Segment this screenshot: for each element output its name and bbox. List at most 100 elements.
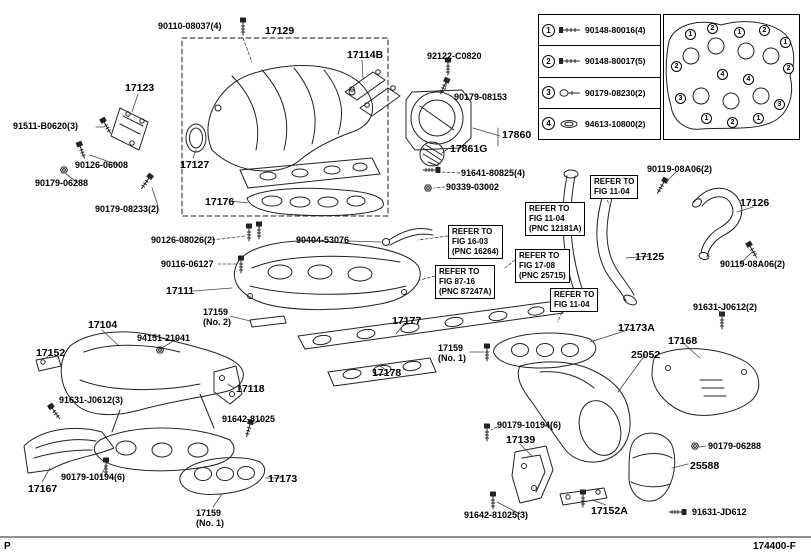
exhaust-manifold-25052 bbox=[517, 361, 631, 463]
label-17861G: 17861G bbox=[450, 143, 488, 155]
heat-shield-17168 bbox=[651, 348, 760, 416]
label-17177: 17177 bbox=[392, 315, 422, 327]
label-90179-08153: 90179-08153 bbox=[454, 92, 508, 102]
head-bolt-number: 1 bbox=[685, 29, 696, 40]
label-90126-08026: 90126-08026(2) bbox=[151, 235, 216, 245]
head-bolt-location-diagram: 1 2 1 2 1 2 2 3 1 2 1 3 4 4 bbox=[663, 14, 800, 140]
label-90404-53076: 90404-53076 bbox=[296, 235, 350, 245]
label-91642-81025: 91642-81025 bbox=[222, 414, 276, 424]
legend-row: 3 90179-08230(2) bbox=[539, 78, 660, 109]
head-bolt-number: 2 bbox=[707, 23, 718, 34]
legend-row: 4 94613-10800(2) bbox=[539, 109, 660, 139]
washer-icon bbox=[558, 119, 582, 129]
head-bolt-number: 2 bbox=[783, 63, 794, 74]
lower-intake-manifold-17111 bbox=[233, 240, 421, 311]
refer-note-fig11-04-a: REFER TO FIG 11-04 bbox=[590, 175, 639, 199]
label-17178: 17178 bbox=[372, 367, 402, 379]
converter-25588 bbox=[628, 432, 676, 502]
plate-17123 bbox=[110, 107, 149, 151]
head-bolt-number: 4 bbox=[743, 74, 754, 85]
bolt-icon bbox=[558, 25, 582, 35]
head-bolt-number: 4 bbox=[717, 69, 728, 80]
label-17152: 17152 bbox=[36, 347, 66, 359]
label-25588: 25588 bbox=[690, 460, 720, 472]
legend-index-1: 1 bbox=[542, 23, 555, 37]
label-17129: 17129 bbox=[265, 25, 295, 37]
head-bolt-number: 1 bbox=[753, 113, 764, 124]
gasket-17177 bbox=[297, 300, 564, 350]
label-91641-80825: 91641-80825(4) bbox=[461, 168, 526, 178]
nut-washer-icon bbox=[558, 88, 582, 98]
label-17159-no2: 17159 (No. 2) bbox=[203, 307, 231, 328]
label-90339-03002: 90339-03002 bbox=[446, 182, 500, 192]
label-25052: 25052 bbox=[631, 349, 661, 361]
head-bolt-number: 3 bbox=[774, 99, 785, 110]
legend-row: 1 90148-80016(4) bbox=[539, 15, 660, 47]
label-17118: 17118 bbox=[236, 383, 265, 395]
heat-shield-17167 bbox=[23, 427, 115, 474]
label-17139: 17139 bbox=[506, 434, 536, 446]
gasket-17159-no2 bbox=[249, 315, 287, 328]
pipe-17126 bbox=[692, 187, 743, 261]
gasket-17176 bbox=[246, 187, 384, 217]
fastener-legend: 1 90148-80016(4) 2 90148-80017(5) 3 9017… bbox=[538, 14, 661, 140]
throttle-body-17860 bbox=[405, 89, 472, 167]
head-bolt-number: 3 bbox=[675, 93, 686, 104]
label-17167: 17167 bbox=[28, 483, 58, 495]
label-90179-06288-b: 90179-06288 bbox=[708, 441, 762, 451]
label-17168: 17168 bbox=[668, 335, 698, 347]
egr-pipe bbox=[562, 169, 589, 307]
leader-lines bbox=[41, 37, 754, 515]
corner-mark: P bbox=[4, 541, 11, 552]
label-17123: 17123 bbox=[125, 82, 155, 94]
head-outline bbox=[665, 21, 795, 130]
head-bolt-number: 1 bbox=[701, 113, 712, 124]
label-17159-no1-b: 17159 (No. 1) bbox=[196, 508, 224, 529]
gasket-17173 bbox=[179, 457, 265, 496]
drawing-number: 174400-F bbox=[753, 541, 796, 552]
legend-part-number: 90148-80017(5) bbox=[585, 56, 646, 67]
refer-note-fig17-08: REFER TO FIG 17-08 (PNC 25715) bbox=[515, 249, 570, 283]
label-17176: 17176 bbox=[205, 196, 235, 208]
label-90179-08233: 90179-08233(2) bbox=[95, 204, 160, 214]
exhaust-manifold-17104 bbox=[60, 331, 244, 472]
label-17127: 17127 bbox=[180, 159, 210, 171]
flange-plate-17114B bbox=[344, 69, 401, 117]
refer-note-fig16-03: REFER TO FIG 16-03 (PNC 16264) bbox=[448, 225, 503, 259]
legend-row: 2 90148-80017(5) bbox=[539, 46, 660, 78]
label-94151-21041: 94151-21041 bbox=[137, 333, 191, 343]
label-91631-J0612-3: 91631-J0612(3) bbox=[59, 395, 124, 405]
label-91631-JD612: 91631-JD612 bbox=[692, 507, 747, 517]
bracket-17118 bbox=[213, 365, 243, 405]
label-17152A: 17152A bbox=[591, 505, 628, 517]
label-90126-06008: 90126-06008 bbox=[75, 160, 129, 170]
head-bolt-number: 1 bbox=[780, 37, 791, 48]
label-90179-06288: 90179-06288 bbox=[35, 178, 89, 188]
label-90119-08A06-a: 90119-08A06(2) bbox=[647, 164, 713, 174]
legend-part-number: 90179-08230(2) bbox=[585, 87, 646, 98]
legend-index-3: 3 bbox=[542, 86, 555, 100]
label-17860: 17860 bbox=[502, 129, 532, 141]
head-bolt-number: 1 bbox=[734, 27, 745, 38]
stay-17152A bbox=[559, 487, 608, 506]
label-91642-81025-3: 91642-81025(3) bbox=[464, 510, 529, 520]
legend-part-number: 94613-10800(2) bbox=[585, 118, 646, 129]
head-bolt-number: 2 bbox=[727, 117, 738, 128]
label-90116-06127: 90116-06127 bbox=[161, 259, 214, 269]
refer-note-fig11-04-b: REFER TO FIG 11-04 bbox=[550, 288, 599, 312]
label-17173: 17173 bbox=[268, 473, 298, 485]
label-17104: 17104 bbox=[88, 319, 118, 331]
label-90179-10194-a: 90179-10194(6) bbox=[61, 472, 126, 482]
label-90179-10194-b: 90179-10194(6) bbox=[497, 420, 562, 430]
bolt-icon bbox=[558, 56, 582, 66]
gasket-17127 bbox=[185, 123, 207, 153]
label-92122-C0820: 92122-C0820 bbox=[427, 51, 482, 61]
gasket-17173A bbox=[493, 332, 597, 369]
label-17159-no1-a: 17159 (No. 1) bbox=[438, 343, 466, 364]
bracket-17139 bbox=[511, 445, 554, 504]
pipe-17125 bbox=[596, 187, 637, 306]
refer-note-fig87-16: REFER TO FIG 87-16 (PNC 87247A) bbox=[435, 265, 496, 299]
label-90110-08037: 90110-08037(4) bbox=[158, 21, 222, 31]
fitting-90404-53076 bbox=[382, 227, 434, 246]
label-17114B: 17114B bbox=[347, 49, 384, 61]
